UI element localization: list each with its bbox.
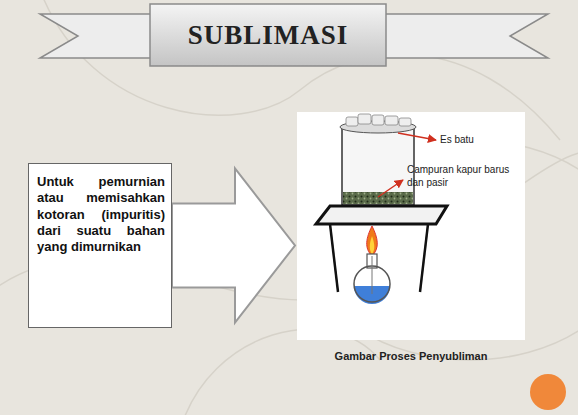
sublimation-apparatus — [316, 114, 447, 304]
block-arrow — [172, 169, 295, 323]
picture-panel — [297, 112, 525, 340]
part-label: Campuran kapur barus dan pasir — [407, 164, 517, 189]
figure-caption: Gambar Proses Penyubliman — [297, 350, 525, 362]
corner-dot — [530, 374, 566, 410]
part-label: Es batu — [440, 134, 510, 147]
title-ribbon — [40, 4, 548, 66]
text-box: Untuk pemurnian atau memisahkan kotoran … — [28, 163, 172, 328]
picture-panel-node: Es batuCampuran kapur barus dan pasir — [297, 112, 525, 340]
slide-title: SUBLIMASI — [150, 4, 386, 66]
description-text: Untuk pemurnian atau memisahkan kotoran … — [37, 174, 165, 255]
